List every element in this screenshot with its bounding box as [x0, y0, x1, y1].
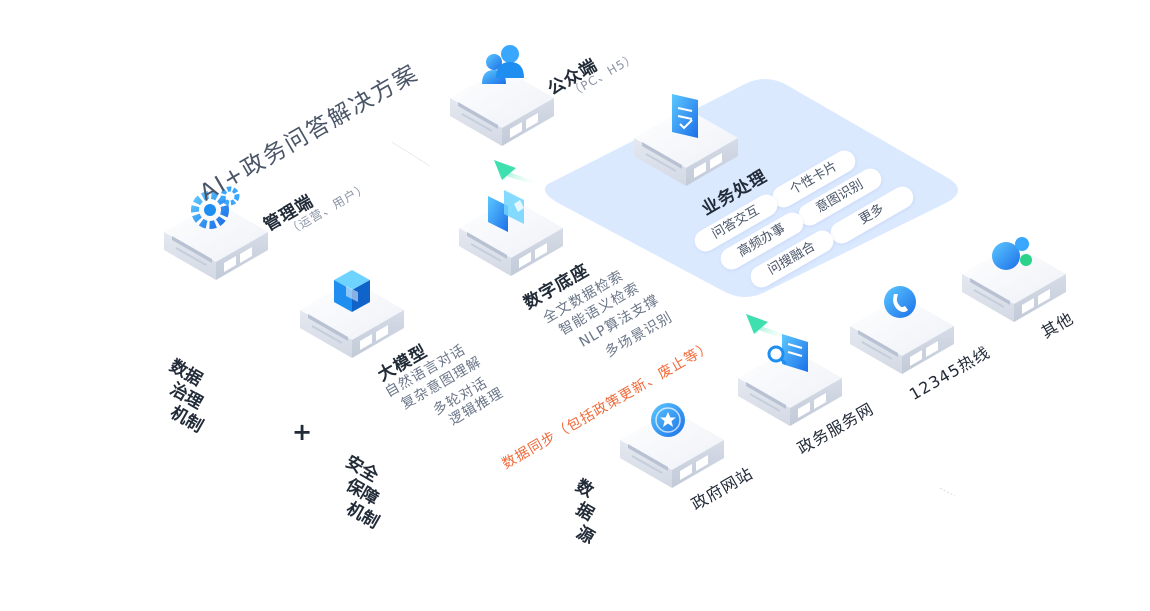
phone-icon — [884, 286, 916, 318]
admin-server — [163, 201, 269, 281]
connector-line — [391, 141, 431, 167]
flow-arrow-1 — [494, 160, 538, 186]
connector-line — [939, 487, 956, 497]
flow-arrow-2 — [746, 314, 790, 340]
users-icon — [482, 45, 524, 84]
bubbles-icon — [992, 237, 1032, 270]
document-icon — [672, 94, 698, 138]
search-doc-icon — [767, 334, 808, 372]
cube-icon — [334, 270, 370, 312]
gears-icon — [191, 186, 240, 229]
star-badge-icon — [651, 403, 685, 437]
plus-sign: + — [292, 418, 313, 446]
layers-icon — [488, 190, 524, 232]
